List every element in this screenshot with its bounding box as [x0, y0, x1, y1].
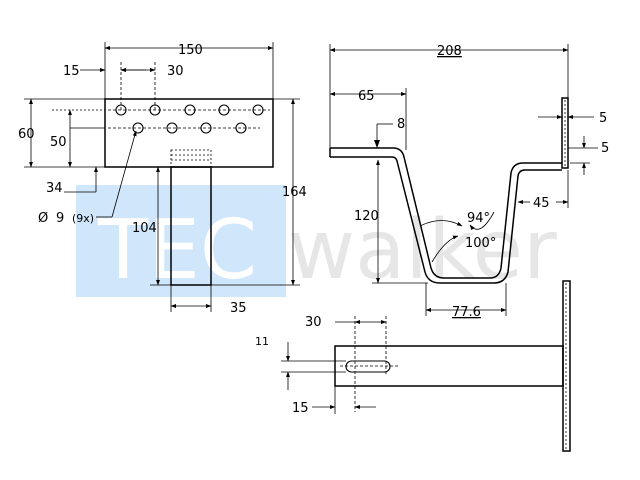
front-view: 150 15 30 60 50 34 Ø 9 (9x) 104 [18, 42, 307, 316]
dim-45-label: 45 [533, 196, 550, 211]
dim-104-label: 104 [132, 221, 157, 236]
dim-5-top-label: 5 [599, 111, 607, 126]
dim-8-label: 8 [397, 117, 405, 132]
arm-top-view [334, 345, 564, 387]
dim-65-label: 65 [358, 89, 375, 104]
bottom-view: 30 11 15 [255, 280, 571, 452]
dim-35-label: 35 [230, 301, 247, 316]
dim-164-label: 164 [282, 185, 307, 200]
dim-50-label: 50 [50, 135, 67, 150]
dim-100-angle-label: 100° [465, 236, 496, 251]
dim-15-label: 15 [63, 64, 80, 79]
dim-11-label: 11 [255, 335, 269, 348]
holes-row-2 [132, 122, 247, 134]
slot [345, 360, 391, 373]
mounting-plate [561, 97, 569, 169]
tecwalker-watermark: TEC walker [76, 185, 557, 298]
hole [184, 104, 196, 116]
dim-5-mid-label: 5 [601, 141, 609, 156]
watermark-box [76, 185, 286, 297]
hole [132, 122, 144, 134]
dim-34-label: 34 [46, 181, 63, 196]
hole-diameter-symbol: Ø [38, 211, 48, 226]
front-plate [104, 98, 274, 168]
dim-60-label: 60 [18, 127, 35, 142]
hole-count-label: (9x) [72, 212, 94, 225]
dim-120-label: 120 [354, 209, 379, 224]
hole [200, 122, 212, 134]
front-arm-hatch [170, 149, 212, 168]
vertical-plate-top-view [562, 280, 571, 452]
dim-15-bottom-label: 15 [292, 401, 309, 416]
hole [252, 104, 264, 116]
hole [235, 122, 247, 134]
dim-208-label: 208 [437, 44, 462, 59]
holes-row-1 [115, 104, 264, 116]
dim-30-bottom-label: 30 [305, 315, 322, 330]
dim-30-label: 30 [167, 64, 184, 79]
side-view: 208 65 8 5 5 120 94° 100° 45 [329, 44, 609, 320]
dim-150-label: 150 [178, 43, 203, 58]
hole [166, 122, 178, 134]
dim-77-6-label: 77.6 [452, 305, 481, 320]
dim-94-angle-label: 94° [467, 211, 490, 226]
bracket-profile [330, 147, 562, 284]
hole [218, 104, 230, 116]
watermark-walker: walker [288, 203, 557, 298]
hole-size-label: 9 [56, 211, 64, 226]
watermark-tec: TEC [97, 203, 257, 298]
